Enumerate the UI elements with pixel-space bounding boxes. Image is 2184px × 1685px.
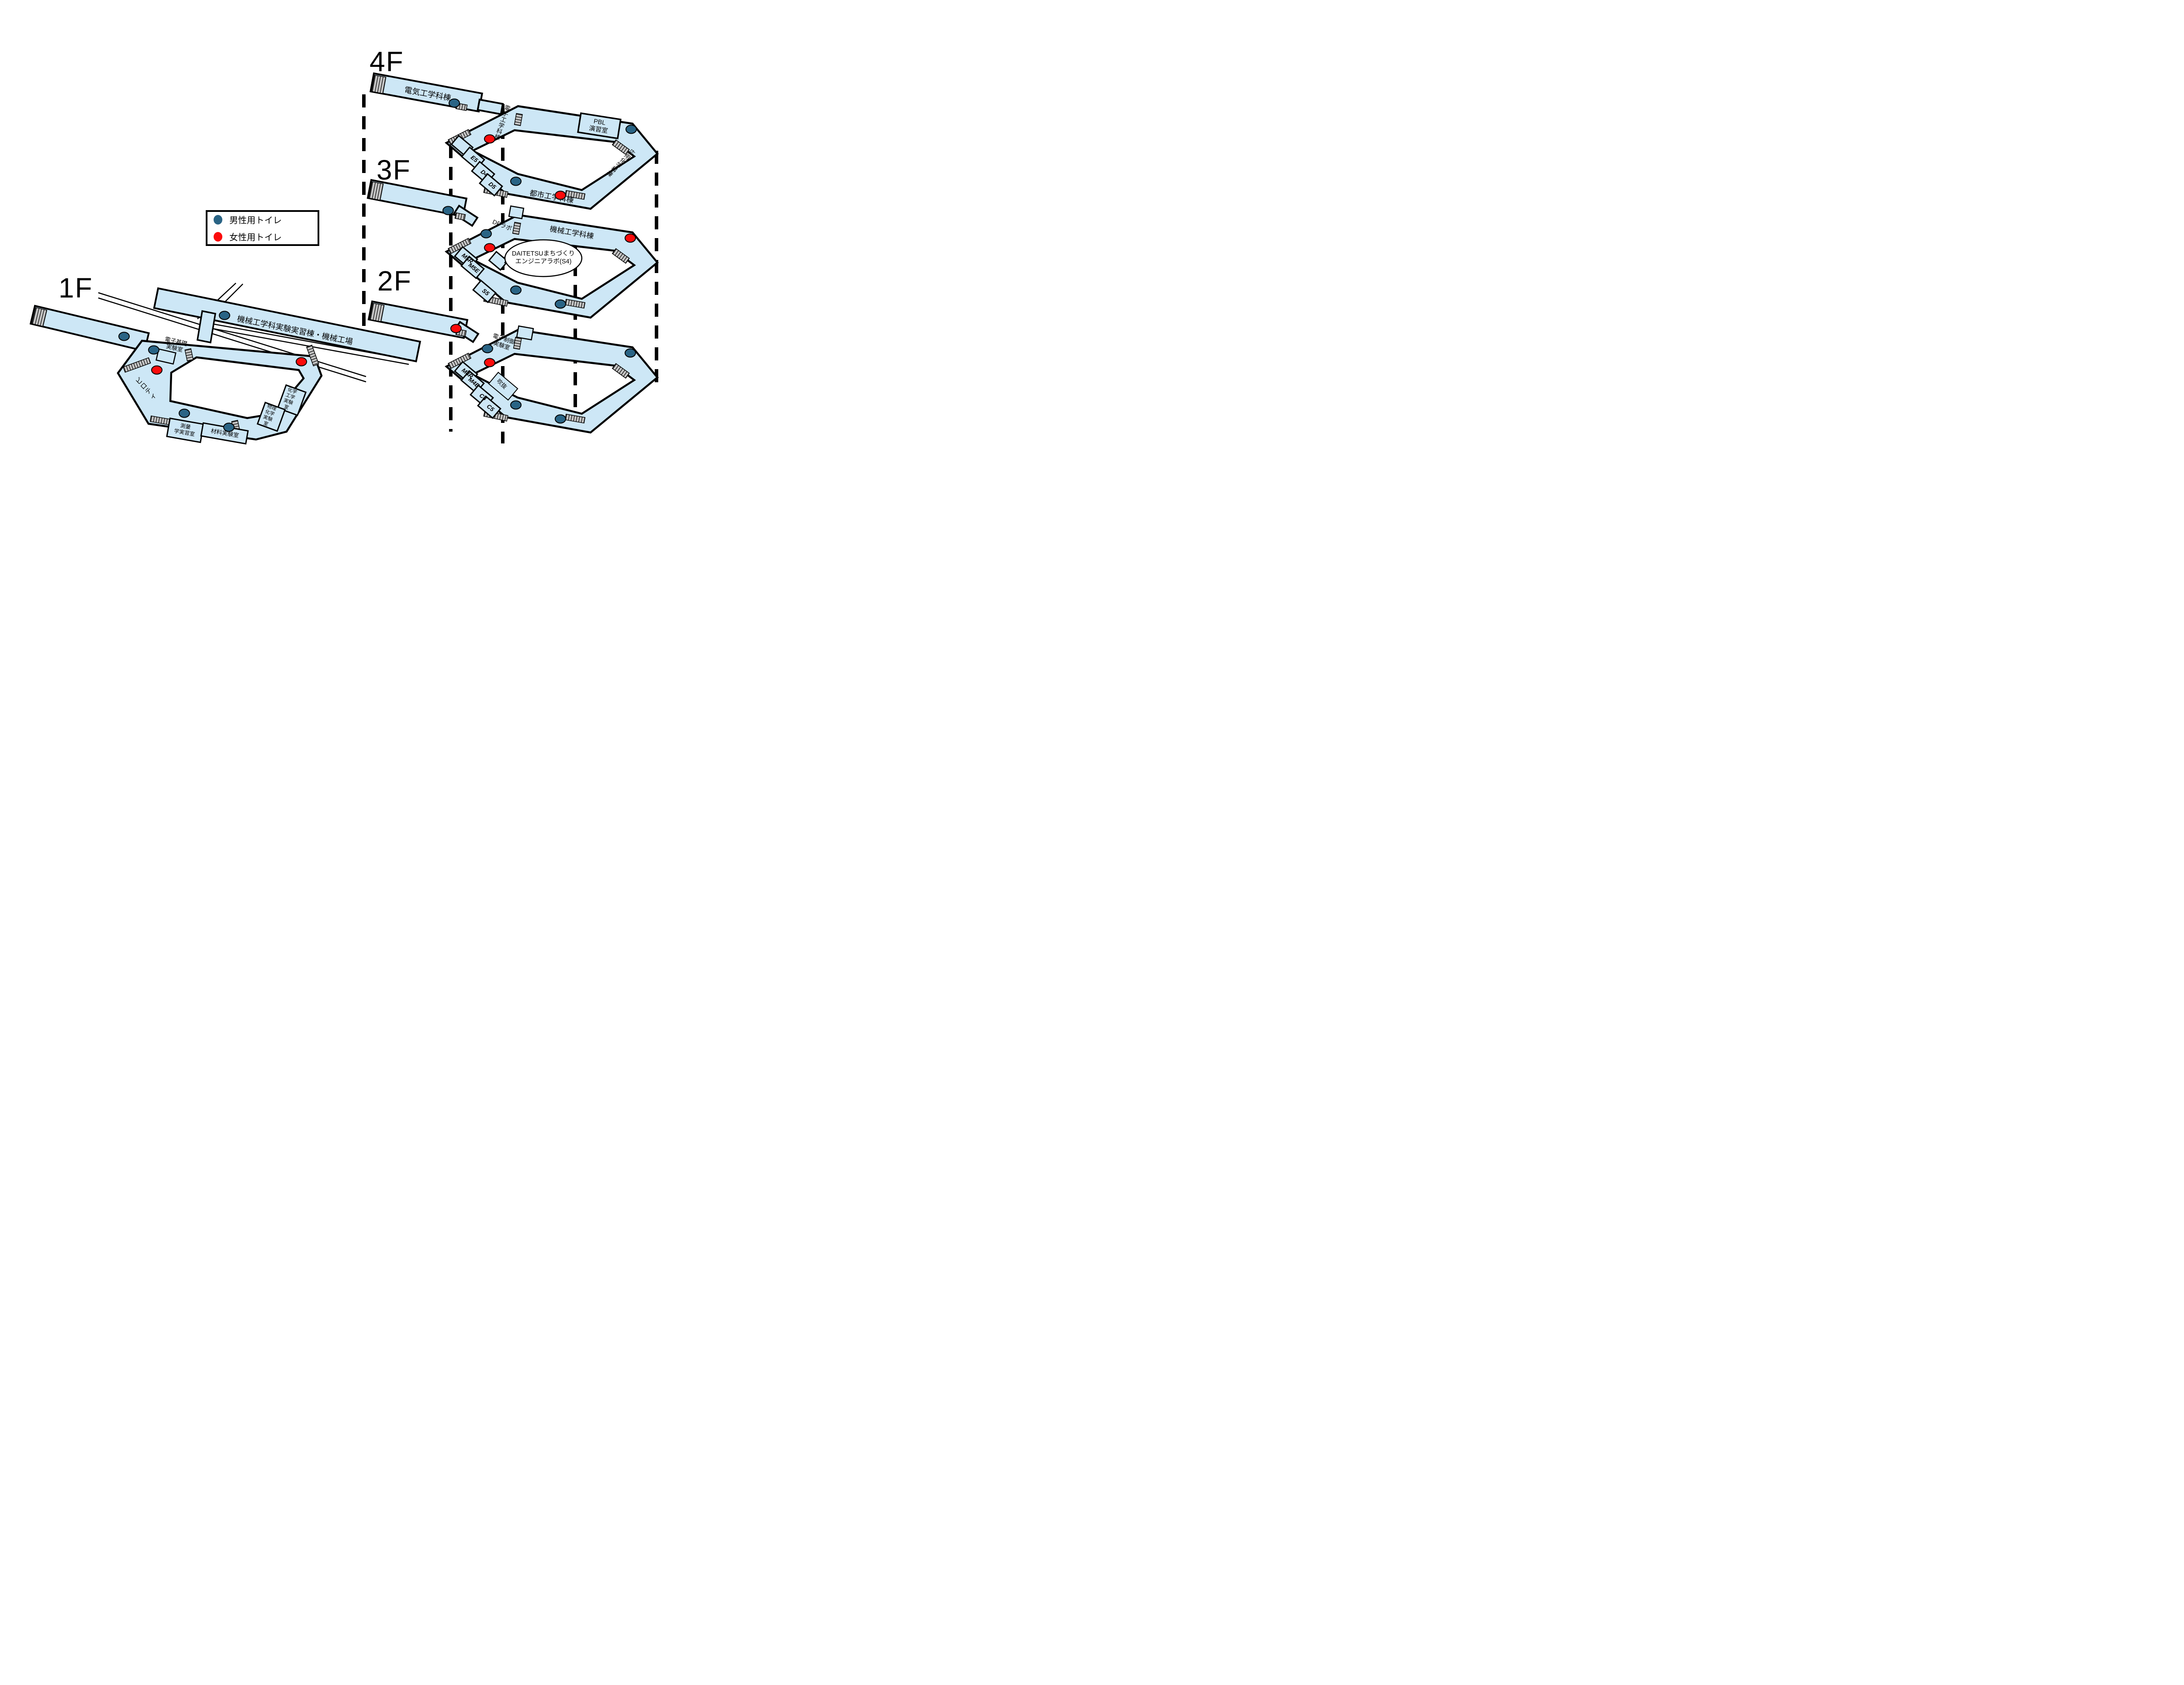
toilet-male-1f-bottom: [223, 422, 235, 432]
room-box-pbl: [577, 112, 622, 139]
corridor-band-3f: [366, 179, 468, 218]
toilet-male-4f-denki: [449, 98, 460, 108]
toilet-female-3f-nw: [484, 243, 495, 253]
toilet-male-3f-df: [480, 229, 492, 239]
legend-item-male: 男性用トイレ: [214, 213, 311, 226]
stairs-2f-corridor-left: [369, 303, 385, 322]
junction-room-2f: [516, 325, 534, 341]
toilet-male-2f-bottom: [555, 414, 566, 424]
floor-map-svg: 電気工学科棟電子工学科棟応用化学科棟都市工学科棟機械工学科棟DFラボ電子制御実験…: [29, 46, 659, 445]
female-toilet-dot-icon: [214, 232, 222, 242]
toilet-male-1f-band: [118, 332, 130, 341]
stairs-2f-bottom-right: [564, 414, 586, 424]
toilet-male-4f-ne: [625, 125, 637, 134]
floor-label-3f: 3F: [377, 154, 411, 186]
stairs-1f-nw: [123, 357, 151, 373]
toilet-female-1f-nw: [151, 365, 162, 375]
legend-label-male: 男性用トイレ: [229, 216, 282, 225]
toilet-male-2f-bottom-left: [510, 400, 522, 410]
floor-label-2f: 2F: [377, 265, 412, 297]
stairs-1f-ne: [306, 345, 319, 367]
stairs-denki-band-left: [371, 75, 387, 94]
room-box-kagaku-kogaku: [276, 384, 307, 416]
stairs-3f-corridor-right: [454, 212, 466, 221]
toilet-male-1f-kikai: [219, 311, 230, 320]
toilet-legend: 男性用トイレ 女性用トイレ: [206, 210, 319, 246]
room-box-s5: [472, 280, 497, 303]
road-a-line-2: [98, 297, 366, 383]
floor-label-1f: 1F: [59, 272, 93, 304]
label-denshi-kogakka-to: 電子工学科棟: [494, 104, 511, 141]
stairs-4f-ne: [612, 139, 630, 155]
corridor-connector-4f: [477, 98, 504, 115]
corridor-band-1f: [29, 304, 150, 352]
stairs-1f-band-left: [31, 307, 48, 327]
stairs-1f-connector: [184, 348, 194, 362]
toilet-male-3f-corridor: [442, 206, 454, 215]
toilet-female-3f-east: [625, 233, 636, 243]
toilet-male-3f-bottom-left: [510, 285, 522, 295]
stairs-3f-bottom-right: [564, 299, 586, 309]
floor-label-4f: 4F: [370, 46, 404, 77]
toilet-female-2f-nw: [484, 358, 495, 367]
male-toilet-dot-icon: [214, 215, 222, 225]
ring-connector-1f: [196, 310, 217, 344]
room-box-fukinuke: [488, 371, 518, 401]
toilet-female-4f-nw: [484, 134, 495, 144]
legend-item-female: 女性用トイレ: [214, 230, 311, 243]
junction-room-3f: [508, 205, 525, 219]
toilet-female-2f-corridor: [450, 324, 462, 333]
toilet-male-2f-seigyo: [482, 344, 493, 353]
room-box-c5: [477, 395, 501, 419]
daitetsu-callout-bubble: [504, 239, 583, 277]
room-box-denshi-kiso-1f: [156, 348, 176, 365]
stairs-3f-ne: [612, 248, 630, 264]
label-room-pbl: PBL演習室: [588, 118, 609, 135]
room-box-butsuri-kagaku: [256, 401, 286, 432]
stairs-3f-corridor-left: [368, 181, 384, 201]
toilet-male-3f-bottom: [555, 299, 566, 309]
toilet-male-1f-sw: [179, 408, 190, 418]
toilet-female-1f-ne: [296, 357, 307, 367]
toilet-male-1f-kiso: [148, 345, 159, 355]
room-box-d5: [479, 173, 503, 197]
daitetsu-callout-text: DAITETSUまちづくりエンジニアラボ(S4): [512, 250, 575, 265]
room-box-m5e: [460, 256, 485, 279]
stairs-4f-bottom-right: [564, 190, 586, 200]
toilet-male-4f-bottom-left: [510, 176, 522, 186]
toilet-male-2f-east: [625, 348, 636, 358]
toilet-female-4f-toshi: [555, 190, 566, 200]
stairs-3f-nw-junction: [512, 221, 521, 235]
stairs-4f-nw-junction: [514, 113, 523, 126]
legend-label-female: 女性用トイレ: [229, 233, 282, 242]
room-box-s4: [488, 251, 509, 271]
stairs-2f-ne: [612, 363, 630, 379]
building-kikai-jikken-band-1f: [153, 287, 422, 363]
road-a-line-1: [98, 292, 366, 377]
